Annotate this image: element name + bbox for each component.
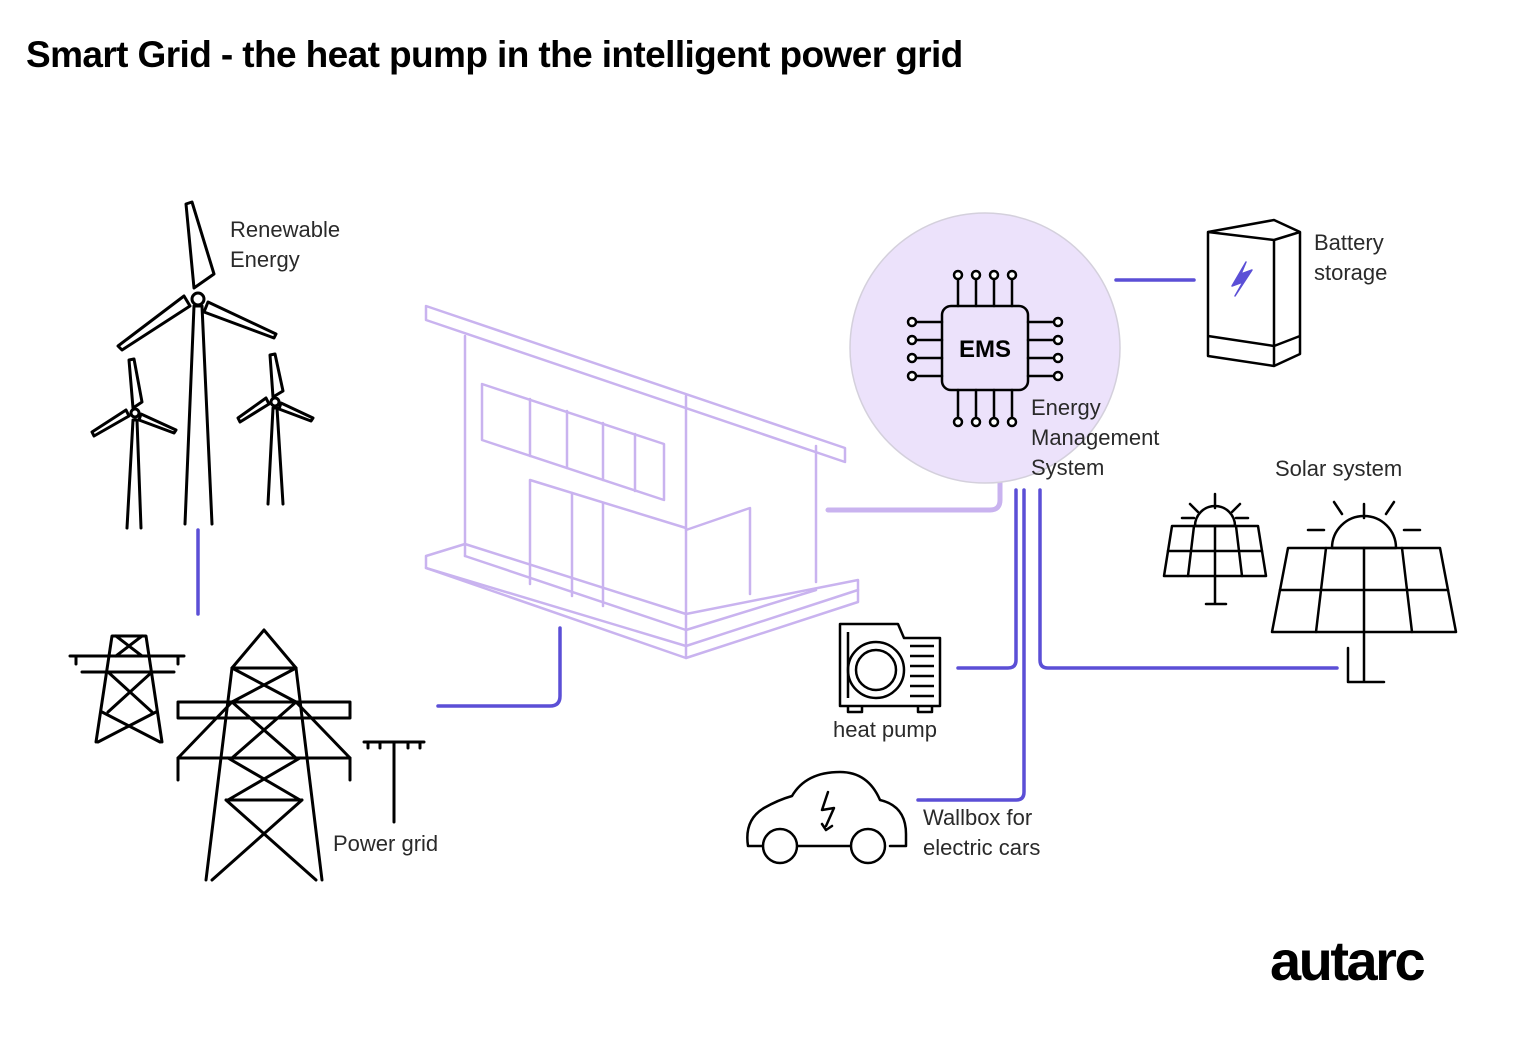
page-title: Smart Grid - the heat pump in the intell… bbox=[26, 34, 963, 75]
label-ems-line3: System bbox=[1031, 455, 1105, 480]
label-wallbox-line2: electric cars bbox=[923, 835, 1041, 860]
label-battery-storage: Battery storage bbox=[1314, 228, 1387, 288]
power-pylon-icon bbox=[68, 628, 426, 882]
connector-ems-heatpump bbox=[956, 488, 1018, 670]
label-renewable-line2: Energy bbox=[230, 247, 300, 272]
label-ems-line2: Management bbox=[1031, 425, 1160, 450]
autarc-logo: autarc bbox=[1270, 929, 1426, 992]
label-battery-line1: Battery bbox=[1314, 230, 1384, 255]
ems-chip-icon: EMS bbox=[849, 212, 1121, 484]
connector-grid-house bbox=[436, 626, 562, 708]
label-heat-pump: heat pump bbox=[833, 717, 937, 742]
label-wallbox: Wallbox for electric cars bbox=[923, 803, 1040, 863]
label-power-grid: Power grid bbox=[333, 831, 439, 856]
connector-lines bbox=[196, 278, 1339, 802]
label-renewable-line1: Renewable bbox=[230, 217, 341, 242]
wind-turbine-icon bbox=[90, 200, 315, 530]
connector-ems-solar bbox=[1038, 488, 1339, 670]
ems-chip-label: EMS bbox=[959, 336, 1011, 363]
house-icon bbox=[424, 304, 860, 660]
electric-car-icon bbox=[746, 770, 908, 865]
label-battery-line2: storage bbox=[1314, 260, 1388, 285]
label-solar-system: Solar system bbox=[1275, 456, 1403, 481]
solar-panel-icon bbox=[1162, 492, 1458, 684]
connector-house-ems bbox=[825, 443, 1003, 513]
label-wallbox-line1: Wallbox for bbox=[923, 805, 1033, 830]
heat-pump-icon bbox=[838, 622, 942, 714]
label-ems-line1: Energy bbox=[1031, 395, 1101, 420]
battery-icon bbox=[1206, 218, 1302, 368]
label-renewable-energy: Renewable Energy bbox=[230, 215, 340, 275]
label-energy-management-system: Energy Management System bbox=[1031, 393, 1159, 483]
connector-ems-wallbox bbox=[916, 488, 1026, 802]
